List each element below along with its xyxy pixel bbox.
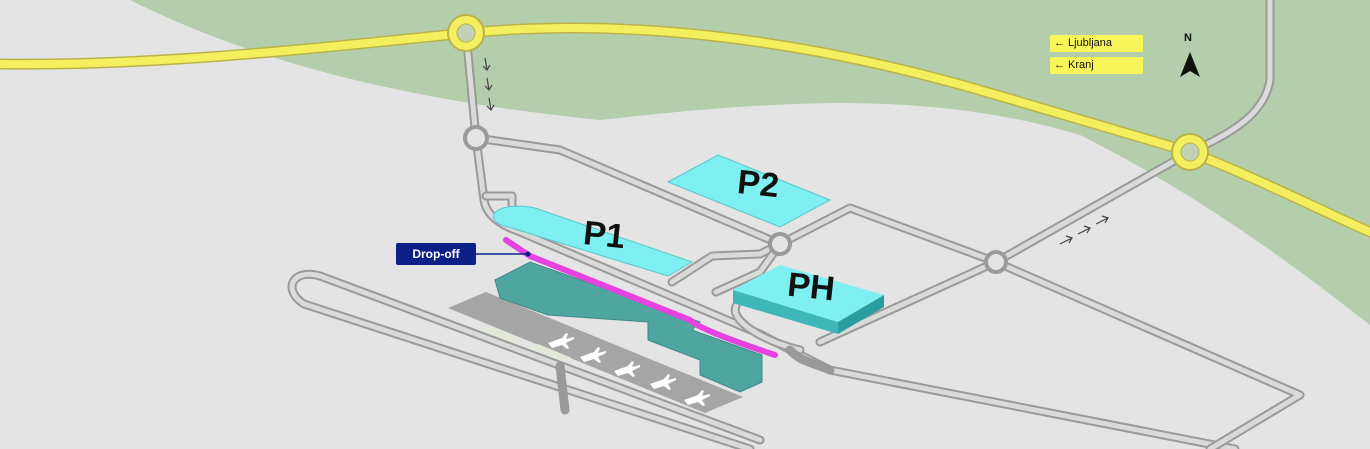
plane-icon: [580, 347, 606, 363]
p2-label: P2: [735, 163, 780, 205]
north-label: N: [1184, 32, 1192, 44]
parking-p1: [492, 205, 694, 277]
highway: [0, 14, 1370, 238]
aircraft-icons: [548, 333, 710, 406]
dropoff-lane: [503, 237, 778, 358]
green-area: [0, 0, 1370, 325]
arrow-left-icon: ←: [1054, 59, 1065, 71]
apron-pad-1: [476, 326, 522, 345]
ph-label: PH: [786, 266, 837, 309]
destination-label: Kranj: [1068, 59, 1094, 71]
parking-p2: [666, 154, 832, 228]
parking-ph: [733, 265, 884, 334]
flow-arrows: [482, 57, 1109, 245]
plane-icon: [650, 374, 676, 390]
destination-sign-kranj: ←Kranj: [1050, 57, 1143, 74]
plane-icon: [684, 390, 710, 406]
dropoff-label: Drop-off: [396, 243, 476, 265]
taxiway-loop-inner: [289, 271, 763, 449]
apron-pad-2: [520, 344, 572, 364]
plane-icon: [614, 361, 640, 377]
roundabouts: [463, 125, 1008, 274]
arrow-left-icon: ←: [1054, 37, 1065, 49]
destination-label: Ljubljana: [1068, 37, 1113, 49]
north-arrow-icon: [1180, 52, 1200, 77]
plane-icon: [548, 333, 574, 349]
destination-sign-ljubljana: ←Ljubljana: [1050, 35, 1143, 52]
taxiway-connector: [555, 361, 570, 415]
p1-label: P1: [581, 214, 626, 256]
